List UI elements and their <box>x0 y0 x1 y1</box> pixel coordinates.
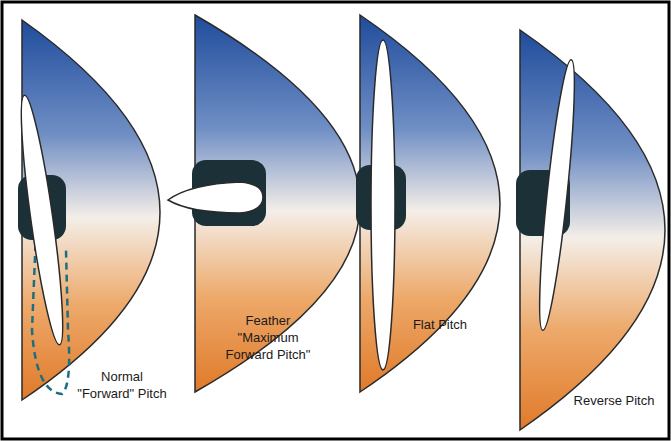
pitch-label: Feather "Maximum Forward Pitch" <box>217 312 319 363</box>
blade <box>168 182 263 213</box>
pitch-label: Normal "Forward" Pitch <box>73 368 171 402</box>
pitch-label: Flat Pitch <box>395 316 485 333</box>
blade <box>533 59 581 332</box>
propeller-disc <box>360 15 500 392</box>
blade <box>14 94 71 347</box>
pitch-label: Reverse Pitch <box>564 392 664 409</box>
blade <box>371 40 395 370</box>
